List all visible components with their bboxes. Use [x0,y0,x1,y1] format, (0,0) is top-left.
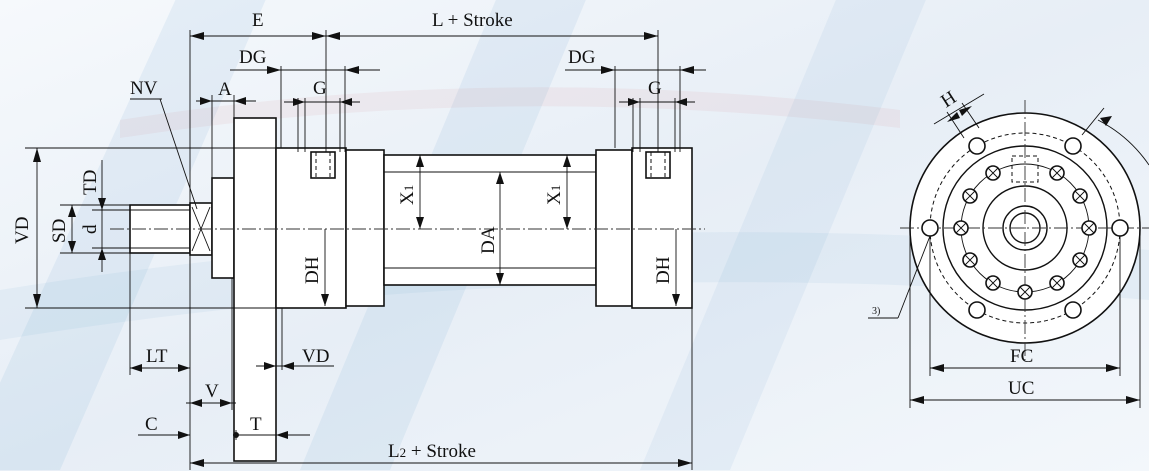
label-note-3: 3) [872,306,880,317]
label-da: DA [478,226,499,254]
label-a: A [218,79,232,100]
label-x1-left: X1 [397,185,418,205]
label-dh-right: DH [653,256,674,284]
label-v: V [205,381,219,402]
mounting-flange [233,117,277,462]
cover-screws [953,165,1097,300]
label-fc: FC [1010,346,1033,367]
port-right [645,151,671,179]
label-vd-bottom: VD [302,346,329,367]
cap-ring [595,149,633,307]
label-uc: UC [1008,378,1034,399]
label-sd: SD [49,219,70,243]
label-dg-left: DG [239,47,267,68]
label-vd-left: VD [12,217,33,244]
label-l2-stroke: L2 + Stroke [388,441,476,462]
label-x1-right: X1 [544,185,565,205]
side-view-labels: E L + Stroke DG DG G G NV A VD SD TD d X… [12,10,674,462]
port-left [310,151,336,179]
port-hidden [1011,155,1039,183]
flange-mounting-holes [921,137,1129,319]
label-t: T [250,414,262,435]
front-view: H 3) FC UC [868,87,1149,408]
label-e: E [252,10,264,31]
head-ring [345,149,385,307]
label-l-stroke: L + Stroke [432,10,513,31]
dimension-lines [33,32,706,467]
label-dh-left: DH [302,256,323,284]
rod-collar [211,177,235,279]
label-c: C [145,414,158,435]
label-dg-right: DG [568,47,596,68]
label-d: d [80,224,101,234]
label-nv: NV [130,78,158,99]
label-lt: LT [146,346,168,367]
label-td: TD [80,170,101,195]
angle-arc [1097,119,1149,166]
label-g-left: G [313,78,327,99]
side-view: E L + Stroke DG DG G G NV A VD SD TD d X… [12,10,706,470]
dim-h-line [933,93,985,125]
extension-lines [129,30,693,470]
label-g-right: G [648,78,662,99]
